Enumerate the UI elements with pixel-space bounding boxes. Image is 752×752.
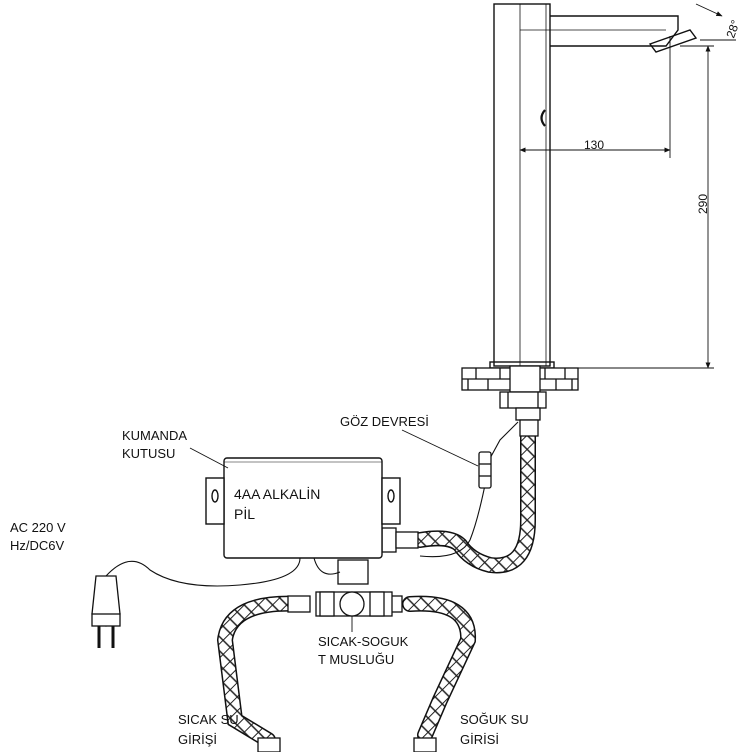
dimension-290: 290 bbox=[696, 193, 710, 215]
hot-inlet-label-line2: GİRİŞİ bbox=[178, 732, 218, 747]
leader-lines bbox=[189, 429, 479, 632]
control-box-label-line1: KUMANDA bbox=[122, 428, 188, 443]
power-cable bbox=[105, 557, 301, 587]
cold-inlet-label-line2: GİRİSİ bbox=[460, 732, 500, 747]
faucet-body bbox=[493, 3, 551, 367]
sensor-window bbox=[540, 109, 546, 127]
hoses bbox=[216, 424, 536, 748]
power-label-line1: AC 220 V bbox=[10, 520, 66, 535]
dimension-130: 130 bbox=[584, 138, 605, 152]
t-valve bbox=[315, 559, 393, 617]
spout-nozzle bbox=[648, 29, 698, 53]
dimension-lines bbox=[519, 3, 736, 369]
countertop bbox=[461, 365, 579, 421]
cables bbox=[105, 421, 519, 587]
sensor-label: GÖZ DEVRESİ bbox=[340, 414, 429, 429]
hot-inlet-label-line1: SICAK SU bbox=[178, 712, 239, 727]
control-box-label-line2: KUTUSU bbox=[122, 446, 176, 461]
faucet bbox=[489, 3, 698, 369]
battery-label-line2: PİL bbox=[234, 506, 256, 522]
control-box bbox=[205, 457, 401, 559]
power-plug bbox=[91, 575, 121, 648]
tvalve-label-line1: SICAK-SOGUK bbox=[318, 634, 409, 649]
battery-label-line1: 4AA ALKALİN bbox=[234, 486, 321, 502]
sensor-cable bbox=[487, 421, 519, 463]
faucet-spout bbox=[550, 15, 679, 47]
tvalve-label-line2: T MUSLUĞU bbox=[318, 652, 395, 667]
fittings bbox=[257, 419, 539, 752]
sensor-connector bbox=[478, 451, 492, 489]
faucet-hose bbox=[412, 424, 536, 574]
power-label-line2: Hz/DC6V bbox=[10, 538, 65, 553]
cold-inlet-label-line1: SOĞUK SU bbox=[460, 712, 529, 727]
